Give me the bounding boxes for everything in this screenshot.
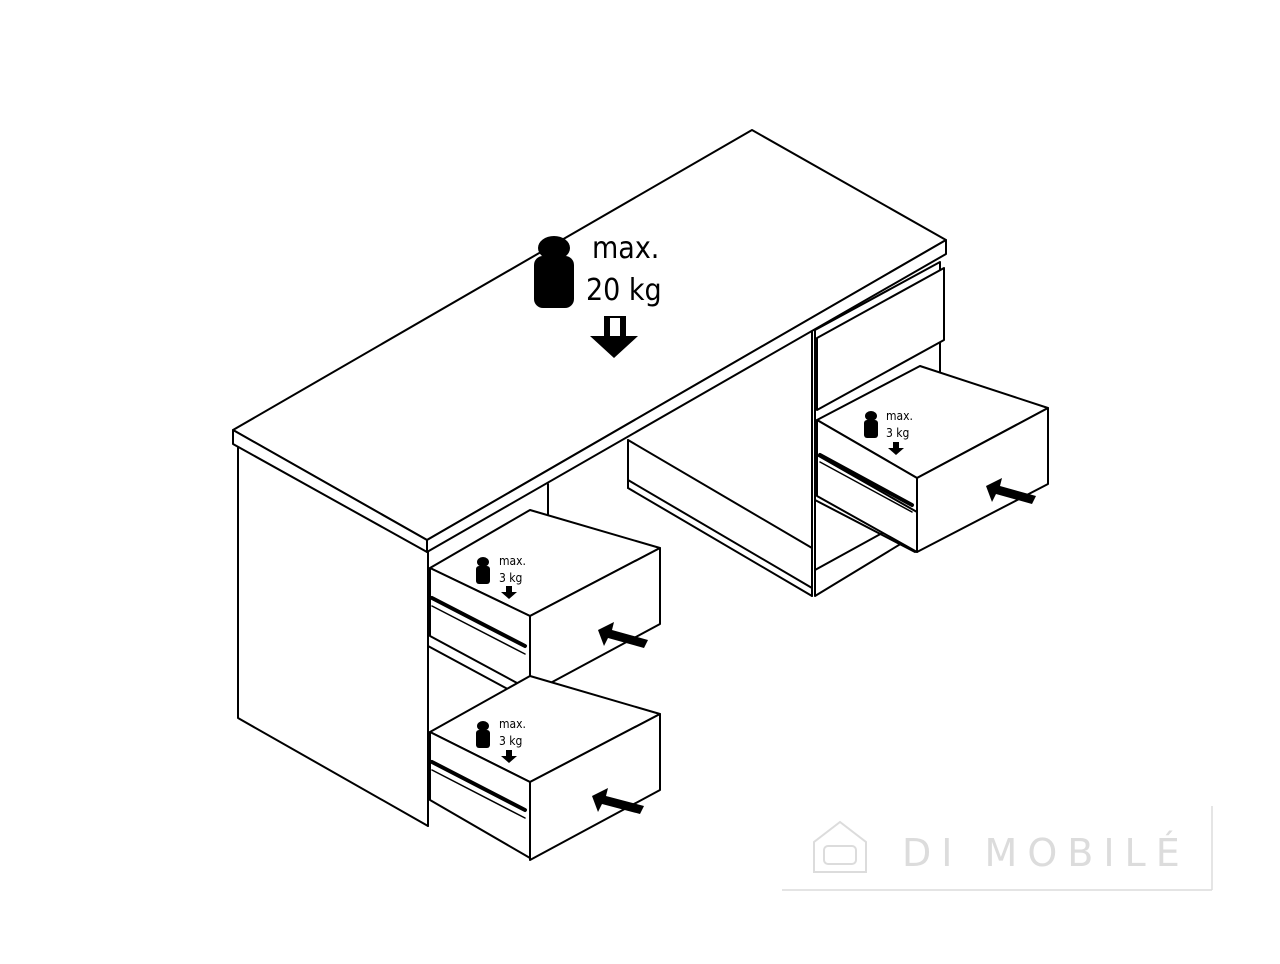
right-top-drawer-front <box>816 267 945 411</box>
push-arrow-icon <box>598 622 648 648</box>
down-arrow-icon <box>501 750 517 763</box>
drawer-load-line2: 3 kg <box>499 571 522 585</box>
drawer-load-line1: max. <box>499 554 526 568</box>
down-arrow-icon <box>501 586 517 599</box>
watermark: DI MOBILÉ <box>782 806 1213 891</box>
weight-icon <box>476 557 490 584</box>
down-arrow-icon <box>888 442 904 455</box>
push-arrow-icon <box>592 788 644 814</box>
drawer-load-line1: max. <box>886 409 913 423</box>
watermark-text: DI MOBILÉ <box>902 831 1190 875</box>
weight-icon <box>534 236 574 308</box>
drawer-load-line2: 3 kg <box>886 426 909 440</box>
push-arrow-icon <box>986 478 1036 504</box>
right-open-drawer <box>816 365 1049 553</box>
desk-load-line2: 20 kg <box>586 273 662 308</box>
drawer-load-line2: 3 kg <box>499 734 522 748</box>
weight-icon <box>864 411 878 438</box>
drawer-load-line1: max. <box>499 717 526 731</box>
desk-top <box>232 129 947 553</box>
sofa-icon <box>813 820 867 873</box>
left-upper-open-drawer <box>429 509 661 695</box>
down-arrow-icon <box>590 316 638 358</box>
weight-icon <box>476 721 490 748</box>
desk-load-line1: max. <box>592 231 659 266</box>
left-pedestal <box>237 444 549 827</box>
left-lower-open-drawer <box>429 675 661 861</box>
